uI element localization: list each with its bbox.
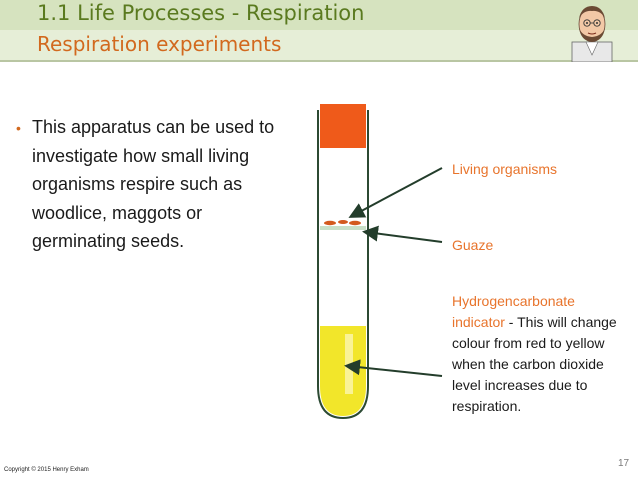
slide-title: 1.1 Life Processes - Respiration xyxy=(37,1,365,25)
arrow-gauze xyxy=(362,225,443,243)
arrow-living-organisms xyxy=(348,167,443,218)
organism xyxy=(324,220,336,226)
page-number: 17 xyxy=(618,458,630,469)
label-indicator-line1: Hydrogencarbonate xyxy=(452,293,575,309)
bullet-point-icon: • xyxy=(16,120,21,136)
organism xyxy=(349,220,361,226)
organism xyxy=(338,220,348,224)
gauze xyxy=(320,226,366,230)
bullet-text: This apparatus can be used to investigat… xyxy=(32,117,275,251)
test-tube-apparatus xyxy=(317,104,443,420)
copyright-notice: Copyright © 2015 Henry Exham xyxy=(4,467,89,473)
label-indicator-line3: colour from red to yellow xyxy=(452,335,605,351)
label-indicator-name: indicator xyxy=(452,314,505,330)
label-indicator-line2: indicator - This will change xyxy=(452,312,617,333)
label-indicator-line4: when the carbon dioxide xyxy=(452,356,604,372)
arrow-indicator xyxy=(344,359,443,377)
label-indicator-desc: - This will change xyxy=(504,314,617,330)
test-tube-outline xyxy=(317,110,369,420)
author-avatar xyxy=(571,6,613,62)
label-indicator-line6: respiration. xyxy=(452,398,522,414)
bung xyxy=(320,104,366,148)
label-gauze: Guaze xyxy=(452,237,494,253)
label-living-organisms: Living organisms xyxy=(452,161,558,177)
slide-subtitle: Respiration experiments xyxy=(37,32,282,56)
label-indicator-line5: level increases due to xyxy=(452,377,588,393)
header-band xyxy=(0,0,638,62)
indicator-liquid xyxy=(320,326,366,416)
